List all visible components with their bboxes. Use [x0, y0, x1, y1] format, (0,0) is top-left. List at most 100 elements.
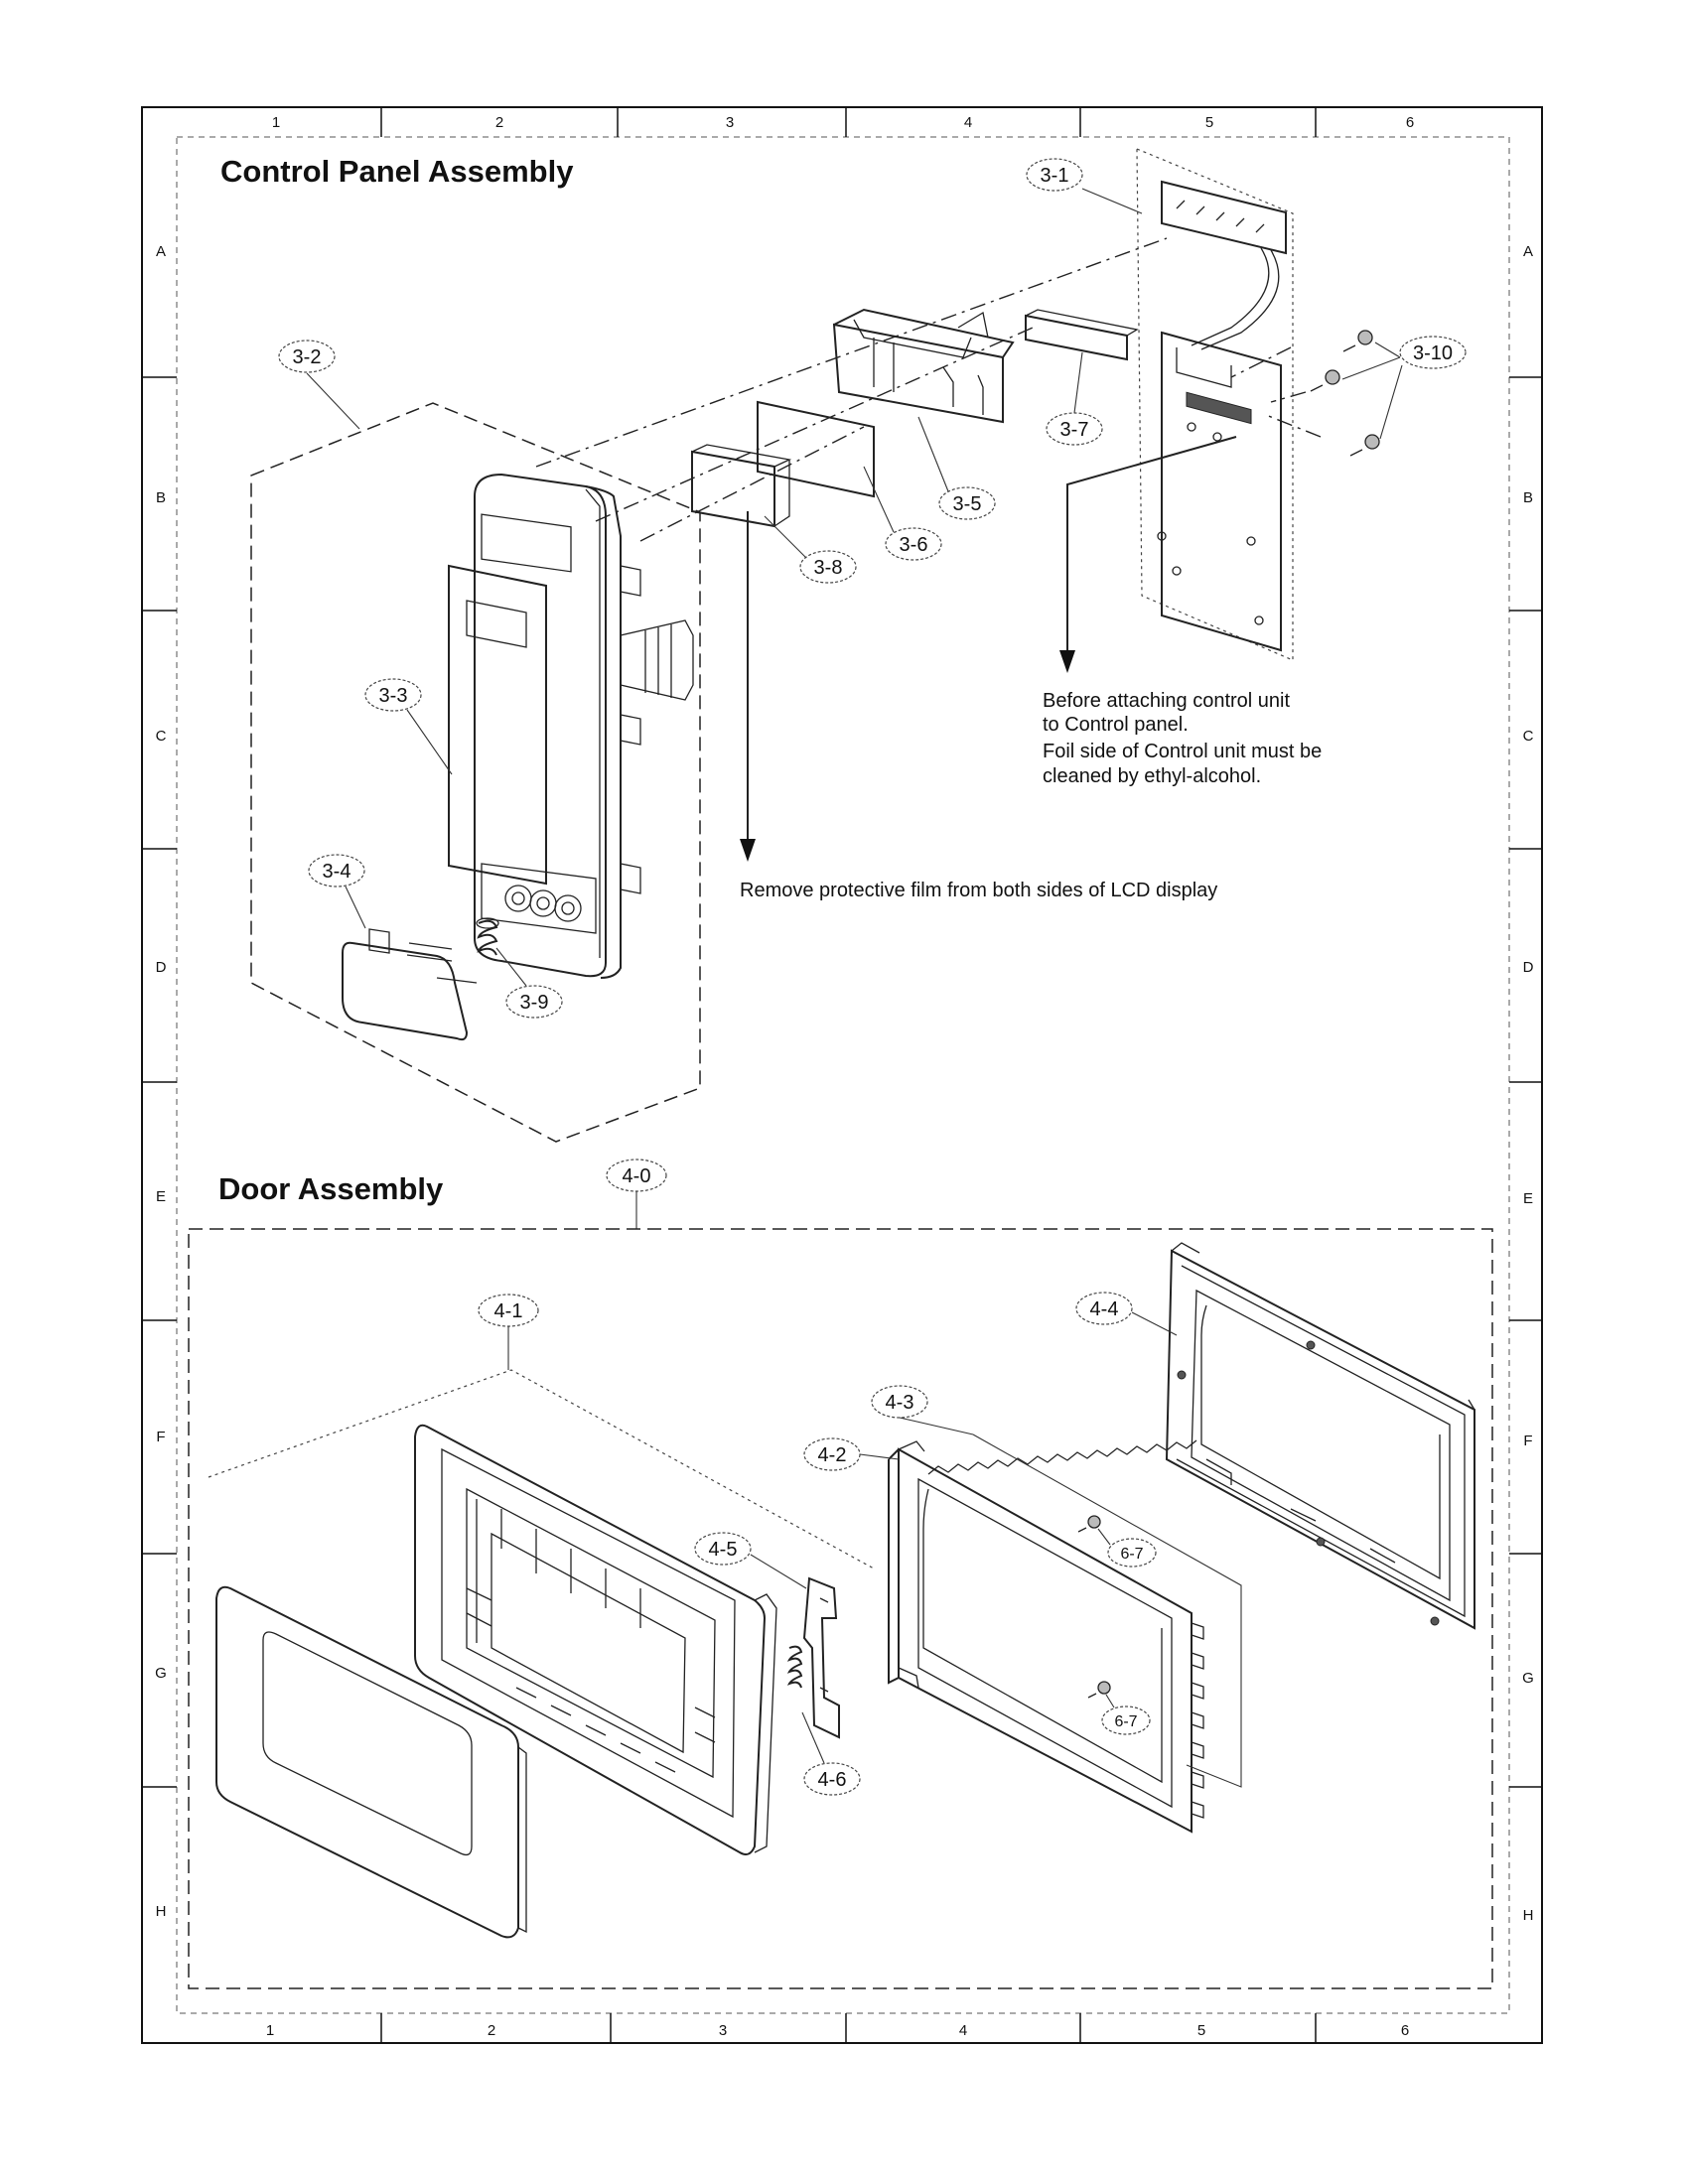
svg-text:3-3: 3-3 — [379, 685, 408, 707]
lcd-holder — [832, 308, 1015, 424]
rubber-strip — [1025, 309, 1139, 361]
col-label: 5 — [1205, 114, 1213, 131]
lcd-film-note: Remove protective film from both sides o… — [740, 880, 1217, 901]
row-label: B — [1523, 489, 1533, 506]
row-label: D — [1523, 959, 1534, 976]
row-label: C — [1523, 728, 1534, 745]
row-label: F — [156, 1429, 165, 1445]
callout-6-7-lower: 6-7 — [1101, 1694, 1151, 1735]
callout-3-9: 3-9 — [495, 947, 563, 1019]
row-label: E — [1523, 1190, 1533, 1207]
choke-guide — [972, 1433, 1242, 1788]
col-label: 4 — [964, 114, 972, 131]
col-label: 1 — [272, 114, 280, 131]
col-label: 1 — [266, 2022, 274, 2039]
callout-3-10: 3-10 — [1341, 336, 1467, 440]
col-label: 3 — [719, 2022, 727, 2039]
screws — [1310, 330, 1380, 457]
svg-text:4-4: 4-4 — [1090, 1298, 1119, 1320]
row-label: D — [156, 959, 167, 976]
callout-4-6: 4-6 — [801, 1711, 861, 1796]
door-frame — [414, 1424, 777, 1855]
row-label: C — [156, 728, 167, 745]
svg-text:4-5: 4-5 — [709, 1539, 738, 1561]
lcd-panel — [757, 400, 875, 498]
svg-text:Foil side of Control unit must: Foil side of Control unit must be — [1043, 741, 1322, 762]
callout-6-7-upper: 6-7 — [1097, 1528, 1157, 1568]
row-label: G — [155, 1665, 167, 1682]
col-label: 3 — [726, 114, 734, 131]
control-panel-title: Control Panel Assembly — [220, 154, 574, 189]
callout-3-6: 3-6 — [863, 466, 942, 561]
callout-3-7: 3-7 — [1046, 351, 1103, 446]
svg-text:Before attaching control unit: Before attaching control unit — [1043, 690, 1290, 712]
callout-3-5: 3-5 — [917, 416, 996, 520]
latch-spring — [786, 1645, 803, 1689]
svg-text:cleaned by ethyl-alcohol.: cleaned by ethyl-alcohol. — [1043, 765, 1261, 787]
callout-3-1: 3-1 — [1026, 158, 1143, 214]
callout-4-0: 4-0 — [606, 1159, 667, 1229]
door-outer-panel — [215, 1585, 527, 1939]
svg-text:4-2: 4-2 — [818, 1444, 847, 1466]
row-label: B — [156, 489, 166, 506]
door-seal-frame — [1165, 1242, 1475, 1630]
row-labels-right: A B C D E F G H — [1522, 243, 1534, 1924]
svg-text:3-9: 3-9 — [520, 992, 549, 1014]
door-main-frame — [888, 1439, 1204, 1834]
col-label: 2 — [495, 114, 503, 131]
callout-4-5: 4-5 — [694, 1532, 807, 1589]
svg-text:6-7: 6-7 — [1114, 1713, 1137, 1730]
door-screws — [1077, 1515, 1111, 1699]
svg-text:3-4: 3-4 — [323, 861, 351, 883]
row-label: E — [156, 1188, 166, 1205]
col-label: 2 — [488, 2022, 495, 2039]
row-label: A — [156, 243, 166, 260]
row-label: G — [1522, 1670, 1534, 1687]
door-frame-guide — [208, 1369, 875, 1570]
svg-text:4-3: 4-3 — [886, 1392, 914, 1414]
control-unit-pcb — [1157, 180, 1287, 652]
door-envelope — [188, 1228, 1493, 1989]
row-label: A — [1523, 243, 1533, 260]
col-label: 4 — [959, 2022, 967, 2039]
row-labels-left: A B C D E F G H — [155, 243, 167, 1920]
note-arrows — [740, 436, 1237, 862]
control-unit-envelope — [1136, 148, 1294, 661]
control-panel-body — [474, 473, 694, 979]
callout-3-3: 3-3 — [364, 678, 453, 775]
col-label: 6 — [1401, 2022, 1409, 2039]
spring — [476, 917, 499, 956]
col-label: 5 — [1197, 2022, 1205, 2039]
svg-text:4-0: 4-0 — [623, 1165, 651, 1187]
svg-text:3-7: 3-7 — [1060, 419, 1089, 441]
assembly-guide-lines — [535, 237, 1322, 542]
callout-4-2: 4-2 — [803, 1437, 900, 1471]
row-label: H — [1523, 1907, 1534, 1924]
svg-text:3-10: 3-10 — [1413, 342, 1453, 364]
key-sheet — [448, 564, 547, 886]
callout-4-4: 4-4 — [1075, 1292, 1178, 1336]
column-labels-top: 1 2 3 4 5 6 — [272, 114, 1414, 131]
svg-text:3-2: 3-2 — [293, 346, 322, 368]
callout-4-1: 4-1 — [478, 1294, 539, 1370]
control-unit-note: Before attaching control unit to Control… — [1043, 690, 1322, 787]
callout-3-4: 3-4 — [308, 854, 366, 929]
drawing-frame — [141, 106, 1543, 2044]
svg-text:3-5: 3-5 — [953, 493, 982, 515]
svg-text:6-7: 6-7 — [1120, 1546, 1143, 1563]
svg-text:3-8: 3-8 — [814, 557, 843, 579]
column-labels-bottom: 1 2 3 4 5 6 — [266, 2022, 1409, 2039]
svg-text:3-1: 3-1 — [1041, 165, 1069, 187]
control-panel-envelope — [250, 402, 701, 1143]
callout-3-8: 3-8 — [764, 515, 857, 584]
door-latch — [802, 1576, 840, 1739]
door-assembly-title: Door Assembly — [218, 1171, 444, 1206]
door-open-button — [342, 928, 478, 1041]
callout-3-2: 3-2 — [278, 340, 360, 430]
col-label: 6 — [1406, 114, 1414, 131]
svg-text:4-1: 4-1 — [494, 1300, 523, 1322]
svg-text:4-6: 4-6 — [818, 1769, 847, 1791]
svg-text:3-6: 3-6 — [900, 534, 928, 556]
row-label: F — [1523, 1433, 1532, 1449]
